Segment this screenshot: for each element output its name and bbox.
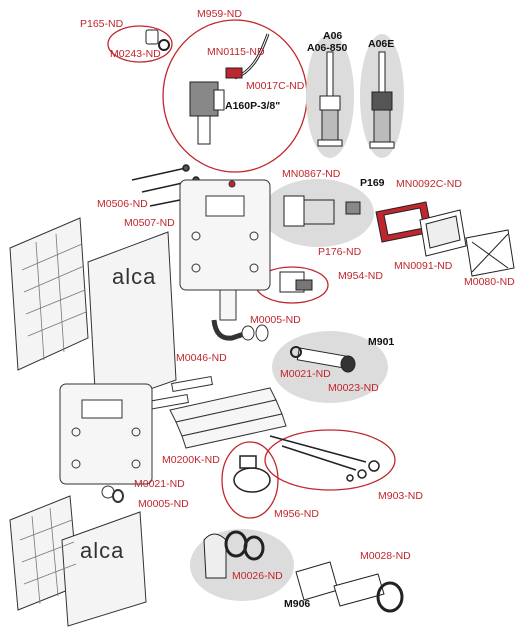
- group-m903: [264, 429, 396, 491]
- brand-logo-bottom: alca: [80, 538, 125, 563]
- label-mn0867: MN0867-ND: [282, 168, 341, 180]
- label-a06: A06: [323, 30, 343, 42]
- label-a06-850: A06-850: [307, 42, 348, 54]
- label-mn0092c: MN0092C-ND: [396, 178, 462, 190]
- flush-valve-a06e: [369, 51, 395, 149]
- label-m906: M906: [284, 598, 311, 610]
- label-m0080: M0080-ND: [464, 276, 515, 288]
- label-m901: M901: [368, 336, 395, 348]
- label-a06e: A06E: [368, 38, 395, 50]
- label-p165: P165-ND: [80, 18, 124, 30]
- group-m956: [221, 441, 279, 519]
- pipe-elbow-top: [211, 319, 269, 342]
- rods-m903: [269, 435, 380, 482]
- label-m0005-top: M0005-ND: [250, 314, 301, 326]
- frame-mn0092c: [375, 201, 433, 243]
- label-m0506: M0506-ND: [97, 198, 148, 210]
- label-m0021-bot: M0021-ND: [134, 478, 185, 490]
- label-p169: P169: [360, 177, 385, 189]
- actuator-parts: [283, 195, 361, 227]
- fill-valve-m959: [189, 33, 270, 145]
- group-p165: [107, 25, 173, 63]
- label-m0021-mid: M0021-ND: [280, 368, 331, 380]
- label-m956: M956-ND: [274, 508, 319, 520]
- flush-valve-a06: [317, 51, 343, 147]
- label-m959: M959-ND: [197, 8, 242, 20]
- group-m959: [162, 19, 308, 173]
- label-m0028: M0028-ND: [360, 550, 411, 562]
- lever-m954: [279, 271, 313, 293]
- label-m0005-bot: M0005-ND: [138, 498, 189, 510]
- label-m0200k: M0200K-ND: [162, 454, 220, 466]
- clamp-m956: [233, 455, 271, 493]
- cistern-top: [179, 179, 271, 321]
- label-m0017c: M0017C-ND: [246, 80, 305, 92]
- label-m0023: M0023-ND: [328, 382, 379, 394]
- frame-panel-top: [9, 217, 177, 409]
- frame-panel-bottom: [9, 495, 147, 627]
- label-m954: M954-ND: [338, 270, 383, 282]
- label-m0046: M0046-ND: [176, 352, 227, 364]
- frame-grid-top: [21, 233, 87, 361]
- label-m903: M903-ND: [378, 490, 423, 502]
- label-mn0115: MN0115-ND: [207, 46, 265, 58]
- valve-part-p165: [145, 29, 170, 51]
- pipe-m901: [290, 346, 356, 373]
- rail-m0200k: [169, 387, 287, 449]
- pipes-m0028: [295, 561, 404, 613]
- label-m0507: M0507-ND: [124, 217, 175, 229]
- label-m0026: M0026-ND: [232, 570, 283, 582]
- brand-logo-top: alca: [112, 264, 157, 289]
- plate-mn0091: [419, 209, 467, 257]
- frame-grid-bottom: [19, 507, 77, 605]
- label-m0243: M0243-ND: [110, 48, 161, 60]
- label-p176: P176-ND: [318, 246, 362, 258]
- plate-m0080: [465, 229, 515, 277]
- label-a160p: A160P-3/8": [225, 100, 281, 112]
- label-mn0091: MN0091-ND: [394, 260, 453, 272]
- cistern-bottom: [59, 383, 153, 503]
- bend-m906: [203, 530, 265, 579]
